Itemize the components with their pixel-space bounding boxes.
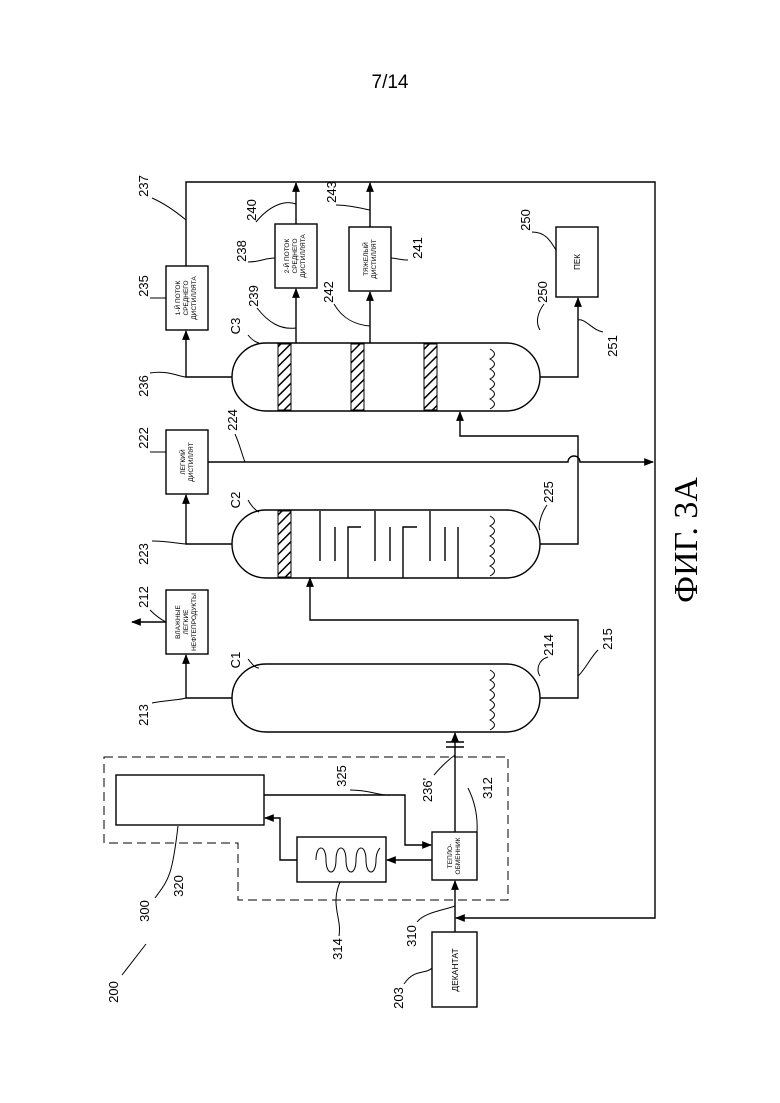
- ref-242: 242: [321, 281, 336, 303]
- middle-distillate-1-line-3: ДИСТИЛЛЯТА: [191, 276, 198, 320]
- ref-237: 237: [136, 175, 151, 197]
- line-223: [186, 495, 232, 544]
- ref-325: 325: [334, 765, 349, 787]
- ref-236-prime: 236': [420, 778, 435, 802]
- column-c3-label: C3: [228, 318, 243, 335]
- middle-distillate-1-line-1: 1-Й ПОТОК: [173, 281, 182, 316]
- ref-240: 240: [244, 199, 259, 221]
- decantate-label: ДЕКАНТАТ: [450, 948, 460, 991]
- light-distillate-label: ЛЕГКИЙ ДИСТИЛЛЯТ: [178, 442, 195, 481]
- ref-238: 238: [234, 240, 249, 262]
- line-236: [186, 331, 232, 377]
- ref-214: 214: [541, 634, 556, 656]
- light-distillate-line-1: ЛЕГКИЙ: [178, 449, 187, 475]
- column-c2-label: C2: [228, 492, 243, 509]
- ref-200: 200: [106, 981, 121, 1003]
- subsystem-300-boundary: [104, 757, 508, 900]
- ref-310: 310: [404, 925, 419, 947]
- heater-314-box: [297, 837, 386, 882]
- middle-distillate-1-line-2: СРЕДНЕГО: [183, 280, 190, 315]
- c2-reboiler-coil: [490, 516, 495, 576]
- unit-320-box: [116, 775, 264, 825]
- ref-225: 225: [541, 481, 556, 503]
- heavy-distillate-label: ТЯЖЕЛЫЙ ДИСТИЛЛЯТ: [361, 239, 378, 278]
- ref-222: 222: [136, 427, 151, 449]
- middle-distillate-2-line-3: ДИСТИЛЛЯТА: [300, 234, 307, 278]
- c1-reboiler-coil: [490, 670, 495, 730]
- middle-distillate-2-line-2: СРЕДНЕГО: [292, 238, 299, 273]
- figure-caption: ФИГ. 3А: [668, 477, 705, 603]
- ref-250-column: 250: [535, 281, 550, 303]
- ref-241: 241: [410, 237, 425, 259]
- middle-distillate-1-label: 1-Й ПОТОК СРЕДНЕГО ДИСТИЛЛЯТА: [173, 276, 198, 320]
- line-224: [208, 456, 653, 462]
- middle-distillate-2-line-1: 2-Й ПОТОК: [282, 239, 291, 274]
- heater-to-320-line: [265, 818, 297, 860]
- column-c1: [232, 664, 540, 732]
- heavy-distillate-line-1: ТЯЖЕЛЫЙ: [361, 242, 370, 276]
- wet-light-products-line-1: ВЛАЖНЫЕ: [175, 605, 182, 639]
- ref-212: 212: [136, 586, 151, 608]
- heavy-distillate-line-2: ДИСТИЛЛЯТ: [371, 239, 378, 278]
- heat-exchanger-label-line-2: ОБМЕННИК: [455, 837, 462, 874]
- wet-light-products-label: ВЛАЖНЫЕ ЛЕГКИЕ НЕФТЕПРОДУКТЫ: [175, 593, 198, 651]
- ref-300: 300: [137, 900, 152, 922]
- light-distillate-line-2: ДИСТИЛЛЯТ: [188, 442, 195, 481]
- c2-baffle-trays: [320, 511, 458, 578]
- c2-packing: [278, 511, 291, 577]
- ref-251: 251: [605, 335, 620, 357]
- wet-light-products-line-3: НЕФТЕПРОДУКТЫ: [191, 593, 198, 651]
- heater-coil: [316, 848, 380, 872]
- ref-312: 312: [480, 777, 495, 799]
- line-213: [186, 655, 232, 698]
- line-251: [540, 298, 578, 377]
- wet-light-products-line-2: ЛЕГКИЕ: [183, 609, 190, 635]
- heat-exchanger-label-line-1: ТЕПЛО-: [447, 844, 454, 868]
- ref-223: 223: [136, 543, 151, 565]
- pitch-label: ПЕК: [573, 254, 582, 270]
- ref-236: 236: [136, 375, 151, 397]
- c3-reboiler-coil: [490, 349, 495, 409]
- middle-distillate-2-label: 2-Й ПОТОК СРЕДНЕГО ДИСТИЛЛЯТА: [282, 234, 307, 278]
- c2-bottoms-line: [460, 412, 578, 544]
- ref-235: 235: [136, 275, 151, 297]
- heat-exchanger-label: ТЕПЛО- ОБМЕННИК: [447, 837, 462, 874]
- c3-packing-3: [424, 344, 437, 410]
- ref-243: 243: [324, 181, 339, 203]
- ref-213: 213: [136, 704, 151, 726]
- light-distillate-box: [166, 430, 208, 494]
- ref-203: 203: [391, 987, 406, 1009]
- line-215: [310, 578, 578, 698]
- column-c1-label: C1: [228, 652, 243, 669]
- ref-314: 314: [330, 938, 345, 960]
- ref-224: 224: [225, 409, 240, 431]
- ref-320: 320: [171, 875, 186, 897]
- heavy-distillate-box: [349, 227, 391, 291]
- ref-215: 215: [600, 628, 615, 650]
- ref-250-pitch: 250: [518, 209, 533, 231]
- c3-packing-1: [278, 344, 291, 410]
- ref-239: 239: [246, 285, 261, 307]
- c3-packing-2: [351, 344, 364, 410]
